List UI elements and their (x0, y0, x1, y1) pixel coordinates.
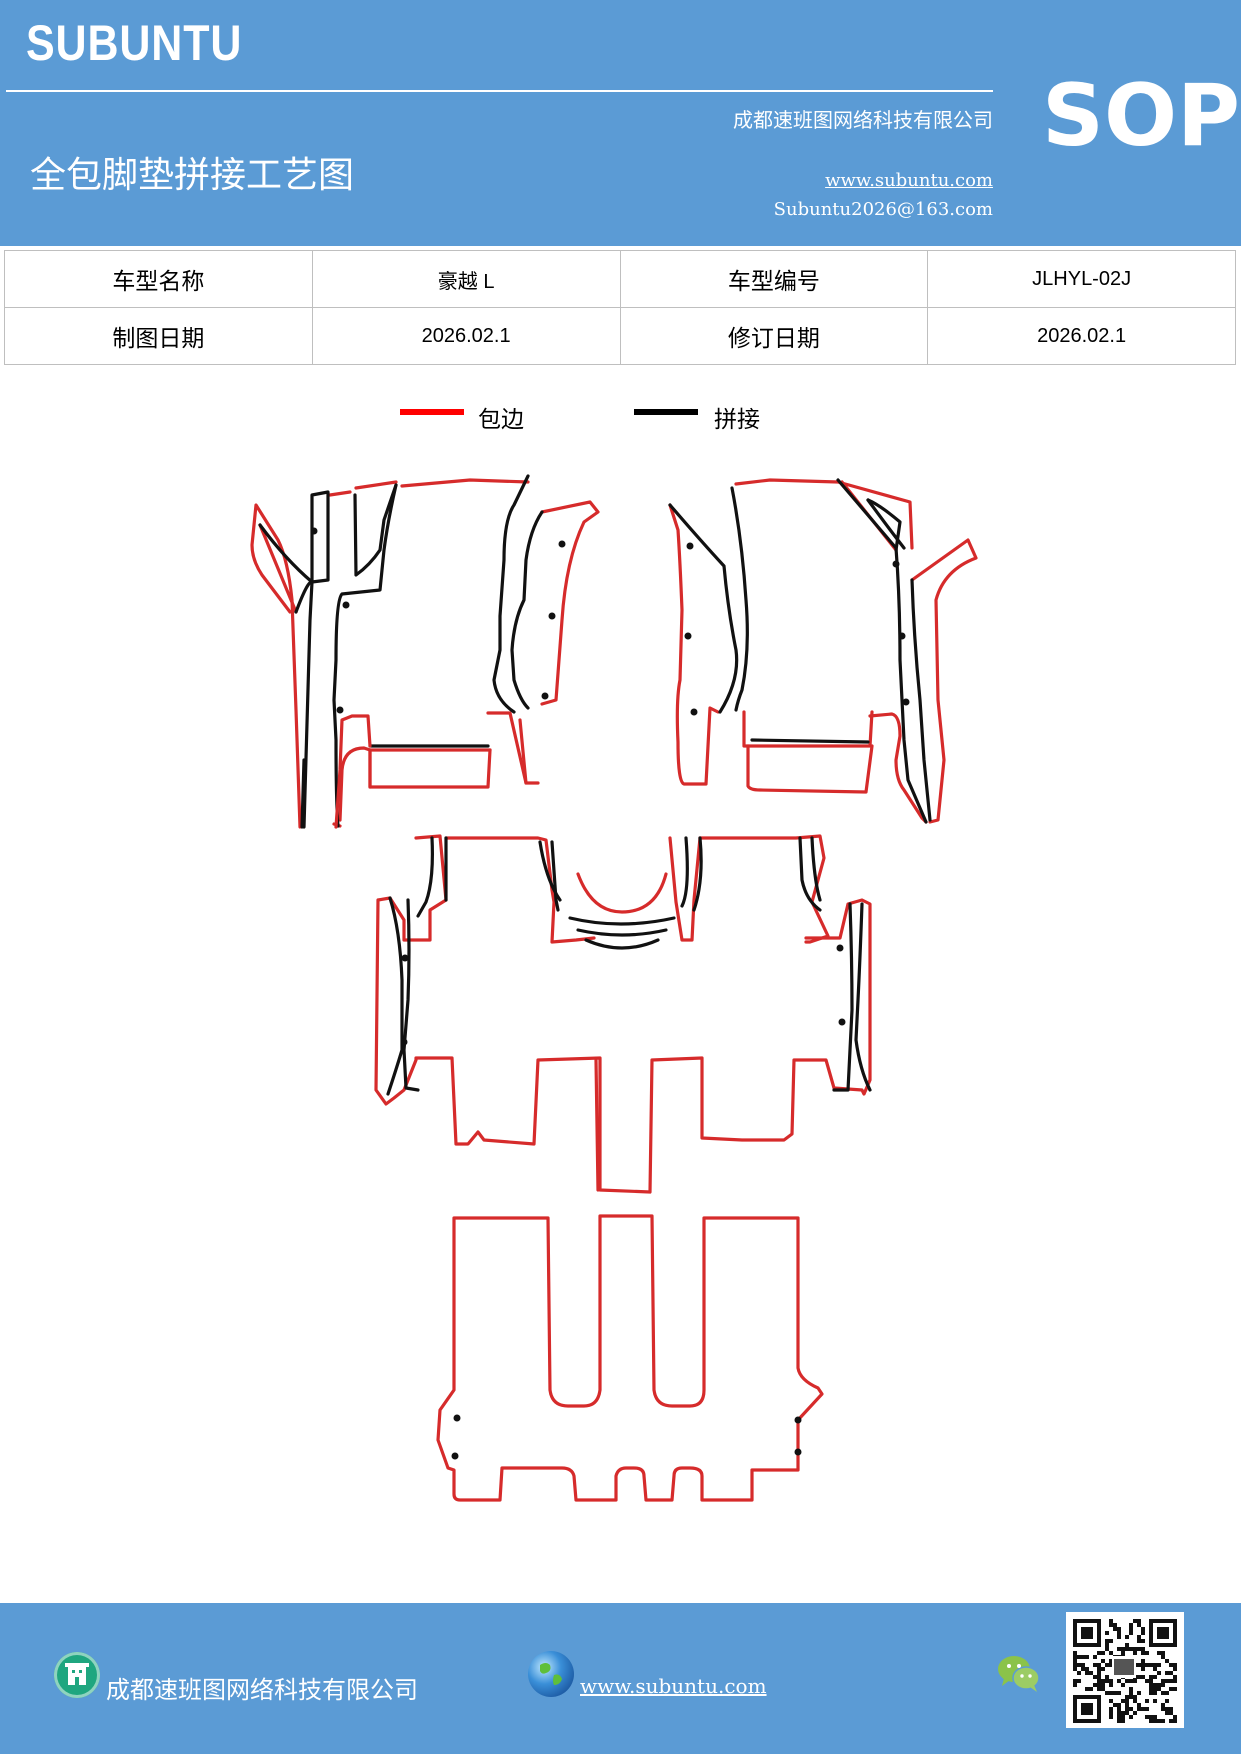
front-right-mat (668, 478, 978, 824)
footer-website-link[interactable]: www.subuntu.com (580, 1674, 767, 1698)
legend-edge-swatch (400, 409, 464, 415)
front-left-mat (250, 474, 600, 829)
wechat-icon[interactable] (996, 1652, 1042, 1698)
header-banner (0, 0, 1241, 246)
table-row: 车型名称 豪越 L 车型编号 JLHYL-02J (4, 250, 1236, 308)
vehicle-info-table: 车型名称 豪越 L 车型编号 JLHYL-02J 制图日期 2026.02.1 … (4, 250, 1236, 365)
model-code-label: 车型编号 (619, 250, 929, 308)
revision-date-label: 修订日期 (619, 307, 929, 365)
legend-seam-label: 拼接 (714, 407, 760, 433)
model-name-value: 豪越 L (311, 250, 621, 308)
revision-date-value: 2026.02.1 (927, 307, 1236, 365)
model-code-value: JLHYL-02J (927, 250, 1236, 308)
website-link[interactable]: www.subuntu.com (825, 170, 993, 191)
globe-icon (528, 1651, 574, 1697)
fastener-points (310, 527, 910, 1460)
rear-mat (436, 1214, 824, 1502)
sop-badge: SOP (1042, 66, 1241, 166)
email-address[interactable]: Subuntu2026@163.com (773, 199, 993, 220)
qr-code[interactable] (1066, 1612, 1184, 1728)
legend: 包边 拼接 (400, 400, 800, 440)
building-icon (54, 1652, 100, 1698)
company-name: 成都速班图网络科技有限公司 (733, 108, 993, 132)
drawing-date-label: 制图日期 (4, 307, 313, 365)
drawing-date-value: 2026.02.1 (311, 307, 621, 365)
header-divider (6, 90, 993, 92)
legend-edge-label: 包边 (478, 407, 524, 433)
brand-logo: SUBUNTU (26, 15, 243, 71)
table-row: 制图日期 2026.02.1 修订日期 2026.02.1 (4, 307, 1236, 365)
middle-row-mat (374, 834, 872, 1194)
page-title: 全包脚垫拼接工艺图 (30, 155, 355, 196)
model-name-label: 车型名称 (4, 250, 313, 308)
footer-company-name: 成都速班图网络科技有限公司 (106, 1676, 418, 1704)
legend-seam-swatch (634, 409, 698, 415)
